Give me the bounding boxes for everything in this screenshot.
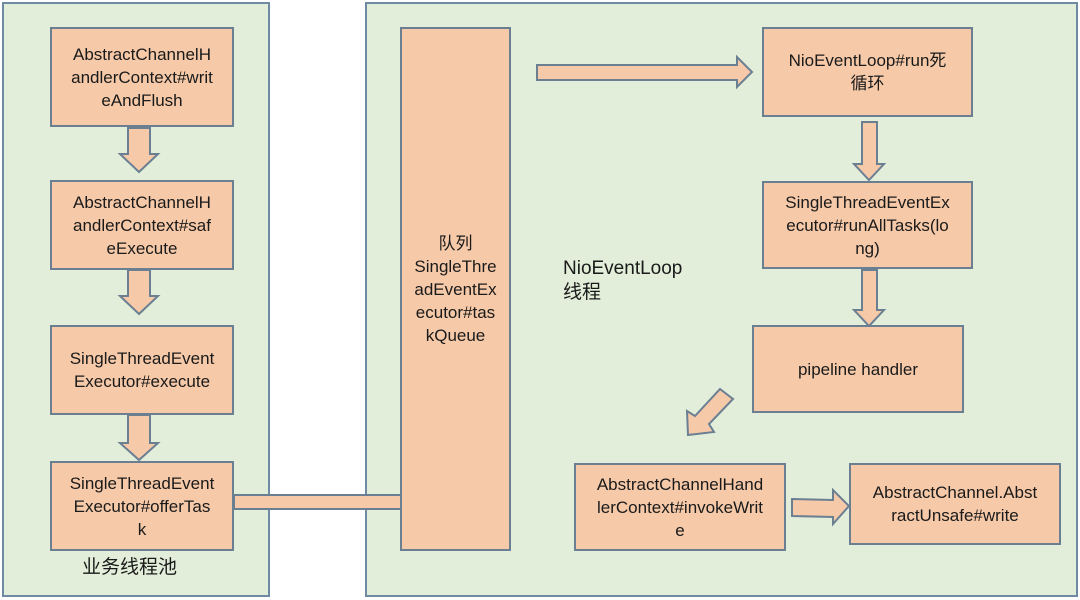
arrow-down-3 xyxy=(117,414,161,462)
node-text-line: 队列 xyxy=(438,233,473,253)
arrow-down-2 xyxy=(117,269,161,316)
node-text-line: SingleThreadEventEx xyxy=(785,192,950,212)
node-text-line: k xyxy=(137,519,147,539)
node-text-line: AbstractChannelH xyxy=(73,44,211,64)
node-text-line: 循环 xyxy=(850,74,885,93)
node-text-line: pipeline handler xyxy=(797,359,919,379)
node-text-line: andlerContext#saf xyxy=(73,215,211,235)
node-offer-task: SingleThreadEvent Executor#offerTas k xyxy=(50,461,234,551)
node-pipeline-handler: pipeline handler xyxy=(752,325,964,413)
node-text-line: ng) xyxy=(855,238,880,258)
node-invoke-write: AbstractChannelHand lerContext#invokeWri… xyxy=(574,463,786,551)
node-execute: SingleThreadEvent Executor#execute xyxy=(50,325,234,415)
node-text-line: SingleThreadEvent xyxy=(69,349,215,368)
node-text-line: kQueue xyxy=(425,325,486,345)
node-text-line: AbstractChannelHand xyxy=(596,474,764,494)
arrow-invoke-to-unsafe xyxy=(791,487,851,527)
node-text-line: adEventEx xyxy=(414,279,497,299)
node-text-line: SingleThreadEvent xyxy=(69,473,215,493)
arrow-down-runalltasks xyxy=(851,269,887,328)
node-text-line: AbstractChannelH xyxy=(73,192,211,212)
node-run-all-tasks: SingleThreadEventEx ecutor#runAllTasks(l… xyxy=(762,181,973,269)
node-text-line: ecutor#runAllTasks(lo xyxy=(786,215,949,235)
node-text-line: e xyxy=(675,520,685,540)
node-text-line: AbstractChannel.Abst xyxy=(872,483,1038,502)
node-task-queue: 队列 SingleThre adEventEx ecutor#tas kQueu… xyxy=(400,27,511,551)
arrow-diagonal-pipeline-to-invoke xyxy=(685,387,735,437)
node-text-line: SingleThre xyxy=(414,256,497,276)
node-text-line: NioEventLoop#run死 xyxy=(788,51,947,70)
arrow-queue-to-runloop xyxy=(536,54,754,90)
node-text-line: ecutor#tas xyxy=(415,302,496,322)
label-line: 线程 xyxy=(563,282,602,303)
node-safe-execute: AbstractChannelH andlerContext#saf eExec… xyxy=(50,180,234,270)
node-write-and-flush: AbstractChannelH andlerContext#writ eAnd… xyxy=(50,27,234,127)
node-run-loop: NioEventLoop#run死 循环 xyxy=(762,27,973,117)
node-text-line: eAndFlush xyxy=(101,90,183,110)
node-text-line: eExecute xyxy=(106,238,178,258)
node-text-line: ractUnsafe#write xyxy=(891,506,1019,525)
nio-event-loop-label: NioEventLoop 线程 xyxy=(563,257,682,305)
node-text-line: Executor#offerTas xyxy=(73,496,211,516)
business-thread-pool-label: 业务线程池 xyxy=(82,557,178,578)
node-text-line: lerContext#invokeWrit xyxy=(597,497,763,517)
label-line: NioEventLoop xyxy=(563,258,683,279)
arrow-down-runloop xyxy=(851,121,887,182)
node-unsafe-write: AbstractChannel.Abst ractUnsafe#write xyxy=(849,463,1061,545)
node-text-line: Executor#execute xyxy=(73,372,211,391)
arrow-down-1 xyxy=(117,127,161,174)
node-text-line: andlerContext#writ xyxy=(71,67,213,87)
